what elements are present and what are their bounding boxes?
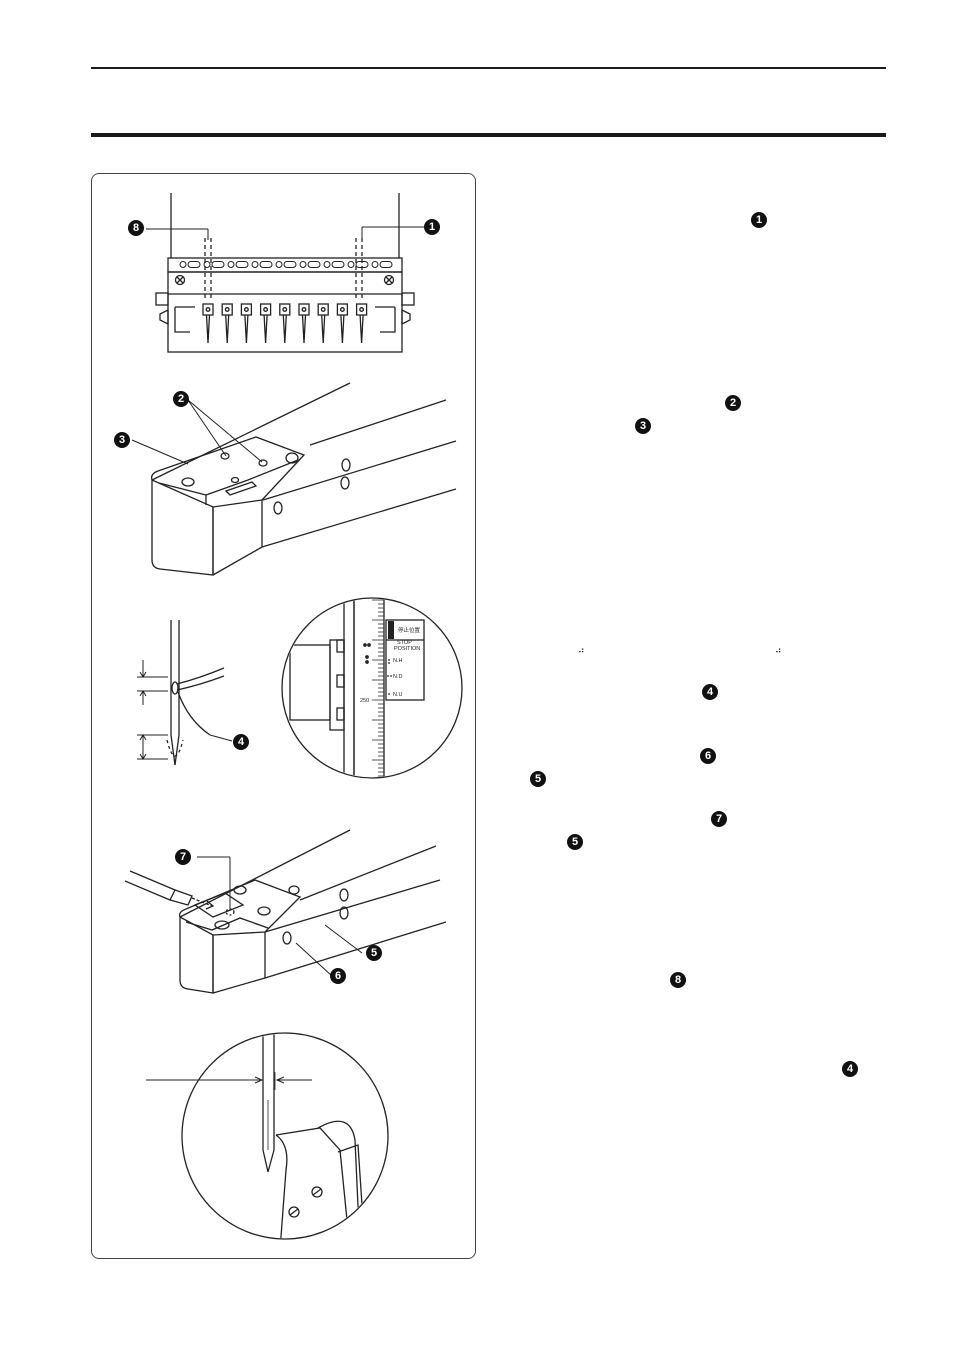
slot-opening (283, 261, 297, 268)
needle-clamp (259, 303, 272, 316)
needle (282, 314, 287, 344)
needle-clamp (221, 303, 233, 316)
needle (340, 314, 345, 344)
text-marker-5: 5 (530, 771, 546, 787)
slot-screw (299, 261, 307, 268)
needle (321, 314, 326, 344)
callout-3: 3 (114, 432, 130, 448)
needle (263, 314, 268, 344)
slot-screw (227, 261, 235, 268)
callout-1: 1 (424, 219, 440, 235)
needle-stop-dots-icon: ⠴ (578, 646, 585, 656)
scale-position: POSITION (394, 646, 420, 652)
slot-screw (275, 261, 283, 268)
bed-needle-plate-drawing (131, 382, 457, 576)
slot-screw (347, 261, 355, 268)
needle-clamp (336, 303, 349, 316)
slot-screw (179, 261, 187, 268)
slot-screw (203, 261, 211, 268)
text-marker-6: 6 (700, 748, 716, 764)
text-marker-3: 3 (635, 418, 651, 434)
needle-clamp-screw (282, 307, 288, 312)
slot-opening (235, 261, 249, 268)
needle-clamp (355, 303, 368, 316)
section-rule (91, 133, 886, 137)
slot-opening (187, 261, 201, 268)
text-marker-2: 2 (725, 395, 741, 411)
text-marker-5b: 5 (567, 834, 583, 850)
needle-clamp-screw (243, 307, 249, 312)
text-marker-8: 8 (670, 972, 686, 988)
needle-clamp (240, 303, 253, 316)
needle-clamp-screw (205, 307, 211, 312)
scale-nd: N.D (393, 674, 403, 680)
scale-nu: N.U (393, 692, 403, 698)
text-marker-1: 1 (751, 212, 767, 228)
needle (359, 314, 364, 344)
slot-opening (331, 261, 345, 268)
callout-6: 6 (330, 968, 346, 984)
needle-clamp-screw (320, 307, 326, 312)
needle-clamp (279, 303, 291, 316)
callout-8: 8 (128, 220, 144, 236)
needle-height-drawing (137, 620, 233, 766)
text-marker-4b: 4 (842, 1061, 858, 1077)
needle-clamp (298, 303, 310, 316)
needle (301, 314, 307, 344)
slot-opening (307, 261, 321, 268)
hook-clearance-drawing (146, 1032, 389, 1240)
slot-screw (251, 261, 259, 268)
needle-clamp-screw (339, 307, 345, 312)
callout-5: 5 (366, 945, 382, 961)
needle (205, 314, 211, 344)
scale-labels: 停止位置 STOP POSITION N.H N.D N.U 250 (360, 626, 421, 704)
scale-stop-title: 停止位置 (398, 626, 421, 634)
slot-opening (259, 261, 273, 268)
needle-stop-dots-icon-2: ⠴ (775, 646, 782, 656)
needle-clamp-screw (301, 307, 307, 312)
slot-row (179, 261, 393, 268)
needle-clamp-screw (224, 307, 230, 312)
needle-clamp (317, 303, 329, 316)
needle (225, 314, 230, 344)
needle-clamp-screw (359, 307, 365, 312)
needle-bar-case-front-drawing (146, 193, 424, 353)
stop-position-scale-drawing (281, 597, 463, 779)
needle-clamp (202, 303, 214, 316)
slot-opening (379, 261, 393, 268)
scale-nh: N.H (393, 658, 403, 664)
text-marker-4: 4 (702, 684, 718, 700)
callout-7: 7 (175, 849, 191, 865)
callout-2: 2 (173, 391, 189, 407)
scale-tick-250: 250 (360, 698, 369, 704)
slot-screw (323, 261, 331, 268)
slot-screw (371, 261, 379, 268)
needle (244, 314, 249, 344)
text-marker-7: 7 (711, 811, 727, 827)
scale-stop: STOP (397, 640, 412, 646)
needle-clamp-screw (263, 307, 269, 312)
callout-4: 4 (233, 734, 249, 750)
header-rule (91, 67, 886, 69)
slot-opening (211, 261, 225, 268)
figure-frame (91, 173, 476, 1259)
screwdriver-bed-drawing (124, 829, 447, 994)
